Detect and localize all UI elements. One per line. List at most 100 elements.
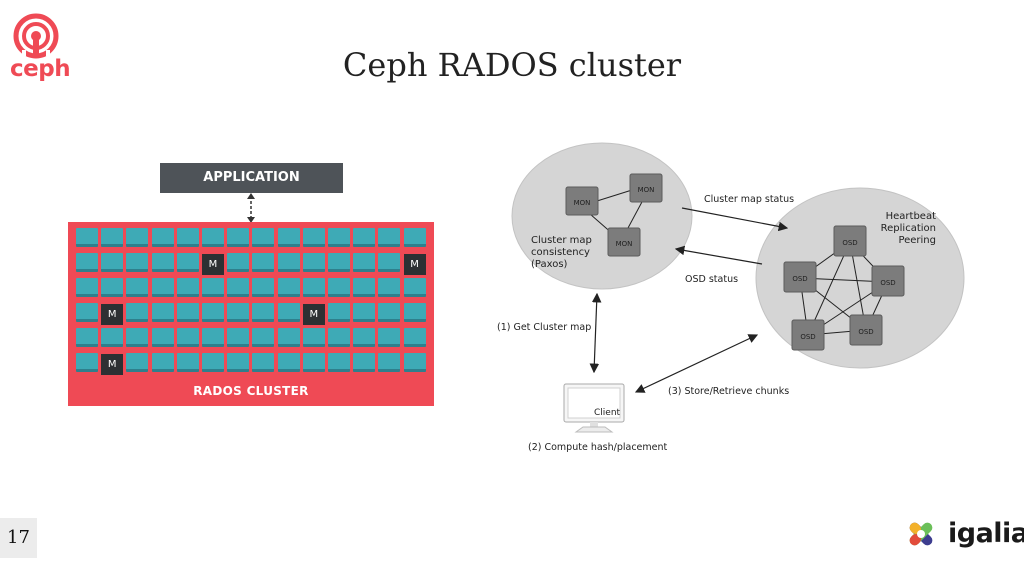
- osd-cell: [101, 278, 124, 297]
- svg-text:OSD: OSD: [842, 239, 857, 247]
- osd-cell: [277, 328, 300, 347]
- osd-cell: [302, 278, 325, 297]
- osd-caption-3: Peering: [898, 235, 936, 246]
- osd-node: OSD: [849, 314, 883, 346]
- svg-text:OSD: OSD: [792, 275, 807, 283]
- osd-cell: [302, 328, 325, 347]
- osd-cell: [176, 303, 199, 322]
- application-box: APPLICATION: [160, 163, 343, 193]
- osd-cell: [176, 353, 199, 372]
- mon-caption-1: Cluster map: [531, 235, 592, 246]
- osd-cell: [403, 303, 426, 322]
- mon-caption-2: consistency: [531, 247, 590, 258]
- osd-cell: [151, 328, 174, 347]
- osd-cell: [403, 228, 426, 247]
- store-retrieve-label: (3) Store/Retrieve chunks: [668, 386, 789, 397]
- osd-cell: [328, 353, 350, 372]
- svg-text:MON: MON: [574, 199, 591, 207]
- osd-cell: [378, 253, 401, 272]
- osd-cell: [403, 278, 426, 297]
- osd-cell: [328, 253, 350, 272]
- osd-cell: [227, 228, 250, 247]
- osd-cell: [176, 253, 199, 272]
- osd-cell: [151, 278, 174, 297]
- osd-cell: [353, 228, 376, 247]
- osd-cell: [101, 328, 124, 347]
- osd-cell: [227, 253, 250, 272]
- osd-cell: [227, 303, 250, 322]
- osd-cell: [176, 328, 199, 347]
- svg-text:MON: MON: [638, 186, 655, 194]
- osd-cell: [76, 328, 98, 347]
- osd-cell: [378, 278, 401, 297]
- osd-cell: [328, 303, 350, 322]
- igalia-wordmark: igalia: [948, 518, 1024, 549]
- osd-cell: [202, 303, 224, 322]
- osd-cell: [353, 253, 376, 272]
- osd-cell: [76, 303, 98, 322]
- osd-cell: [252, 353, 275, 372]
- osd-cell: [378, 353, 401, 372]
- osd-cell: [126, 228, 149, 247]
- osd-cell: [353, 353, 376, 372]
- mon-node: MON: [565, 186, 599, 216]
- monitor-node-m: M: [202, 254, 224, 275]
- app-cluster-link: [247, 193, 255, 223]
- monitor-node-m: M: [101, 304, 124, 325]
- osd-cell: [227, 328, 250, 347]
- osd-node: OSD: [783, 261, 817, 293]
- get-cluster-map-label: (1) Get Cluster map: [497, 322, 591, 333]
- monitor-node-m: M: [101, 354, 124, 375]
- osd-cell: [277, 228, 300, 247]
- osd-cell: [277, 253, 300, 272]
- osd-cell: [302, 228, 325, 247]
- osd-cell: [353, 278, 376, 297]
- ceph-logo-icon: [13, 13, 59, 59]
- svg-text:MON: MON: [616, 240, 633, 248]
- osd-caption-1: Heartbeat: [886, 211, 936, 222]
- page-number: 17: [0, 518, 37, 558]
- client-monitor-icon: [563, 383, 625, 433]
- osd-cell: [252, 228, 275, 247]
- osd-cell: [76, 228, 98, 247]
- osd-cell: [277, 353, 300, 372]
- osd-cell: [378, 328, 401, 347]
- osd-cell: [176, 278, 199, 297]
- osd-cell: [202, 328, 224, 347]
- compute-hash-label: (2) Compute hash/placement: [528, 442, 668, 453]
- osd-cell: [277, 278, 300, 297]
- osd-cell: [302, 353, 325, 372]
- osd-cell: [403, 328, 426, 347]
- osd-cell: [176, 228, 199, 247]
- rados-cluster-label: RADOS CLUSTER: [193, 384, 309, 398]
- osd-cell: [353, 328, 376, 347]
- rados-architecture-diagram: MON MON MON Cluster map consistency (Pax…: [497, 142, 965, 453]
- osd-cell: [202, 278, 224, 297]
- osd-cell: [353, 303, 376, 322]
- osd-cell: [252, 303, 275, 322]
- osd-cell: [101, 253, 124, 272]
- osd-cell: [76, 253, 98, 272]
- osd-cell: [227, 353, 250, 372]
- osd-node: OSD: [833, 225, 867, 257]
- osd-cell: [328, 328, 350, 347]
- osd-cell: [202, 228, 224, 247]
- osd-cell: [126, 278, 149, 297]
- cluster-map-status-label: Cluster map status: [704, 194, 794, 205]
- monitor-node-m: M: [302, 304, 325, 325]
- osd-node: OSD: [791, 319, 825, 351]
- osd-cell: [76, 353, 98, 372]
- osd-cell: [227, 278, 250, 297]
- osd-cell: [277, 303, 300, 322]
- osd-node: OSD: [871, 265, 905, 297]
- osd-cell: [151, 228, 174, 247]
- mon-node: MON: [629, 173, 663, 203]
- igalia-logo-icon: [909, 522, 933, 546]
- osd-status-label: OSD status: [685, 274, 738, 285]
- osd-cell: [378, 228, 401, 247]
- osd-cell: [151, 353, 174, 372]
- osd-cell: [252, 278, 275, 297]
- svg-text:OSD: OSD: [800, 333, 815, 341]
- ceph-wordmark: ceph: [10, 56, 71, 82]
